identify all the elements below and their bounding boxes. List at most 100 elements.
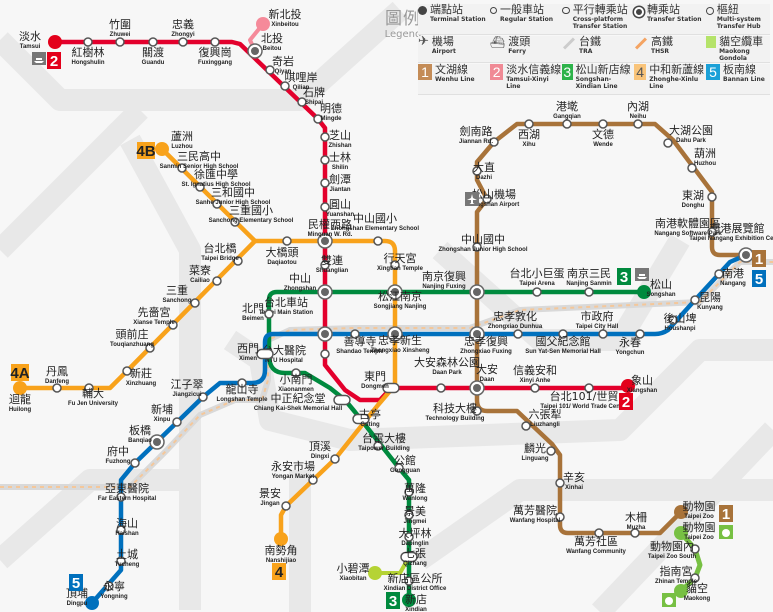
station[interactable]: 劍南路Jiannan Rd.: [459, 124, 499, 147]
station[interactable]: 蘆洲Luzhou: [155, 129, 193, 156]
station[interactable]: 六張犁Liuzhangli: [521, 407, 562, 431]
station[interactable]: 萬芳醫院Wanfang Hospital: [510, 503, 565, 524]
station[interactable]: 頭前庄Touqianzhuang: [110, 327, 155, 353]
station[interactable]: 忠孝敦化Zhongxiao Dunhua: [488, 309, 543, 339]
station[interactable]: 指南宮Zhinan Temple: [655, 564, 700, 585]
station[interactable]: 江子翠Jiangzicui: [171, 378, 208, 402]
station[interactable]: 三重國小Sanchong Elementary School: [209, 203, 294, 227]
station[interactable]: 三民高中Sanmin Senior High School: [160, 149, 239, 173]
station[interactable]: 三重Sanchong: [162, 283, 200, 308]
station[interactable]: 士林Shilin: [320, 150, 351, 171]
station[interactable]: 象山Xiangshan: [621, 374, 658, 394]
station[interactable]: 動物園Taipei Zoo: [674, 520, 716, 541]
station[interactable]: 關渡Guandu: [142, 37, 165, 66]
station[interactable]: 小碧潭Xiaobitan: [337, 562, 383, 582]
station[interactable]: 劍潭Jiantan: [320, 172, 351, 193]
station[interactable]: 新埔Xinpu: [151, 402, 182, 427]
station[interactable]: 新莊Xinzhuang: [122, 366, 156, 387]
station[interactable]: 唭哩岸Qilian: [280, 71, 318, 91]
station[interactable]: 台北101/世貿Taipei 101/ World Trade Center: [540, 383, 628, 410]
station[interactable]: 丹鳳Danfeng: [45, 365, 69, 393]
station[interactable]: 內湖Neihu: [627, 100, 649, 129]
station[interactable]: 忠義Zhongyi: [171, 17, 195, 47]
station[interactable]: 新北投Xinbeitou: [256, 7, 302, 31]
station[interactable]: 台北小巨蛋Taipei Arena: [510, 266, 565, 297]
station[interactable]: 忠孝新生Zhongxiao Xinsheng: [370, 326, 430, 354]
station[interactable]: 科技大樓Technology Building: [426, 401, 485, 422]
station[interactable]: 萬芳社區Wanfang Community: [566, 528, 627, 555]
station[interactable]: 龍山寺Longshan Temple: [217, 378, 269, 403]
station[interactable]: 徐匯中學St. Ignatius High School: [182, 167, 251, 192]
station[interactable]: 北投Beitou: [247, 31, 283, 59]
station[interactable]: 南京復興Nanjing Fuxing: [422, 269, 485, 300]
station[interactable]: 昆陽Kunyang: [690, 291, 723, 311]
station[interactable]: 大直Dazhi: [472, 160, 495, 181]
station[interactable]: 七張Qizhang: [400, 547, 427, 567]
station[interactable]: 復興崗Fuxinggang: [198, 37, 232, 66]
station[interactable]: 東湖Donghu: [682, 189, 717, 209]
station[interactable]: 景安Jingan: [259, 486, 291, 511]
station[interactable]: 頂溪Dingxi: [309, 440, 340, 464]
station[interactable]: 台電大樓Taipower Building: [358, 431, 410, 452]
station[interactable]: 公館Gongguan: [390, 453, 420, 474]
station[interactable]: 菜寮Cailiao: [189, 263, 222, 286]
station[interactable]: 先嗇宮Xianse Temple: [133, 305, 178, 330]
station[interactable]: 大安Daan: [469, 362, 498, 396]
station[interactable]: 南京三民Nanjing Sanmin: [566, 266, 612, 297]
station[interactable]: 景美Jingmei: [404, 505, 427, 525]
station[interactable]: 大坪林Dapinglin: [399, 526, 432, 547]
station[interactable]: 圓山Yuanshan: [320, 198, 355, 218]
station[interactable]: 大湖公園Dahu Park: [663, 123, 713, 148]
station[interactable]: 文德Wende: [592, 119, 614, 148]
station[interactable]: 府中Fuzhong: [106, 444, 140, 468]
station[interactable]: 永安市場Yongan Market: [271, 459, 318, 485]
station[interactable]: 紅樹林Hongshulin: [72, 37, 105, 66]
station[interactable]: 永春Yongchun: [616, 329, 645, 356]
station[interactable]: 新店Xindian: [402, 592, 427, 612]
station[interactable]: 南勢角Nanshijiao: [265, 532, 298, 564]
station[interactable]: 信義安和Xinyi Anhe: [513, 363, 557, 393]
station[interactable]: 台北橋Taipei Bridge: [201, 241, 243, 266]
station[interactable]: 動物園Taipei Zoo: [674, 499, 716, 520]
station[interactable]: 土城Tucheng: [115, 548, 140, 568]
station[interactable]: 明德Mingde: [313, 101, 342, 124]
station[interactable]: 貓空Maokong: [674, 581, 710, 602]
station[interactable]: 竹圍Zhuwei: [109, 17, 131, 47]
station[interactable]: 芝山Zhishan: [320, 129, 352, 149]
station[interactable]: 民權西路Minquan W. Rd.: [308, 218, 353, 249]
station[interactable]: 小南門Xiaonanmen: [278, 368, 314, 393]
station[interactable]: 迴龍Huilong: [9, 381, 32, 413]
station[interactable]: 雙連Shuanglian: [316, 253, 349, 274]
station[interactable]: 北門Beimen: [242, 302, 274, 322]
station[interactable]: 西門Ximen: [237, 342, 274, 362]
station[interactable]: 善導寺Shandao Temple: [336, 329, 384, 355]
station[interactable]: 萬隆Wanlong: [402, 481, 427, 502]
station[interactable]: 台北車站Taipei Main Station: [259, 295, 333, 342]
station[interactable]: 松山Songshan: [637, 277, 676, 299]
station[interactable]: 古亭Guting: [352, 407, 381, 428]
station[interactable]: 板橋Banqiao: [128, 423, 165, 450]
station[interactable]: 辛亥Xinhai: [555, 470, 585, 491]
station[interactable]: 松山機場Songshan Airport: [469, 187, 519, 208]
station[interactable]: 南港Nangang: [714, 267, 746, 287]
station[interactable]: 輔大Fu Jen University: [68, 383, 119, 407]
station[interactable]: 行天宮Xingtian Temple: [377, 251, 424, 272]
station[interactable]: 中山國中Zhongshan Junior High School: [439, 233, 528, 253]
station[interactable]: 大橋頭Daqiaotou: [266, 236, 299, 266]
station[interactable]: 麟光Linguang: [522, 441, 556, 462]
station[interactable]: 海山Haishan: [115, 516, 139, 537]
station[interactable]: 松江南京Songjiang Nanjing: [374, 284, 427, 310]
station[interactable]: 石牌Shipai: [297, 85, 325, 107]
station[interactable]: 忠孝復興Zhongxiao Fuxing: [460, 326, 512, 355]
station[interactable]: 大安森林公園Daan Park: [414, 355, 480, 393]
station[interactable]: 東門Dongmen: [361, 370, 400, 394]
station[interactable]: 亞東醫院Far Eastern Hospital: [98, 481, 157, 502]
station[interactable]: 奇岩Qiyan: [265, 54, 294, 75]
station[interactable]: 中正紀念堂Chiang Kai-Shek Memorial Hall: [254, 391, 351, 412]
station[interactable]: 國父紀念館Sun Yat-Sen Memorial Hall: [525, 329, 601, 355]
station[interactable]: 永寧Yongning: [100, 579, 128, 600]
station[interactable]: 市政府Taipei City Hall: [576, 309, 619, 339]
station[interactable]: 動物園內Taipei Zoo South: [648, 539, 700, 560]
station[interactable]: 中山國小Zhongshan Elementary School: [331, 212, 419, 246]
station[interactable]: 中山Zhongshan: [284, 272, 333, 300]
